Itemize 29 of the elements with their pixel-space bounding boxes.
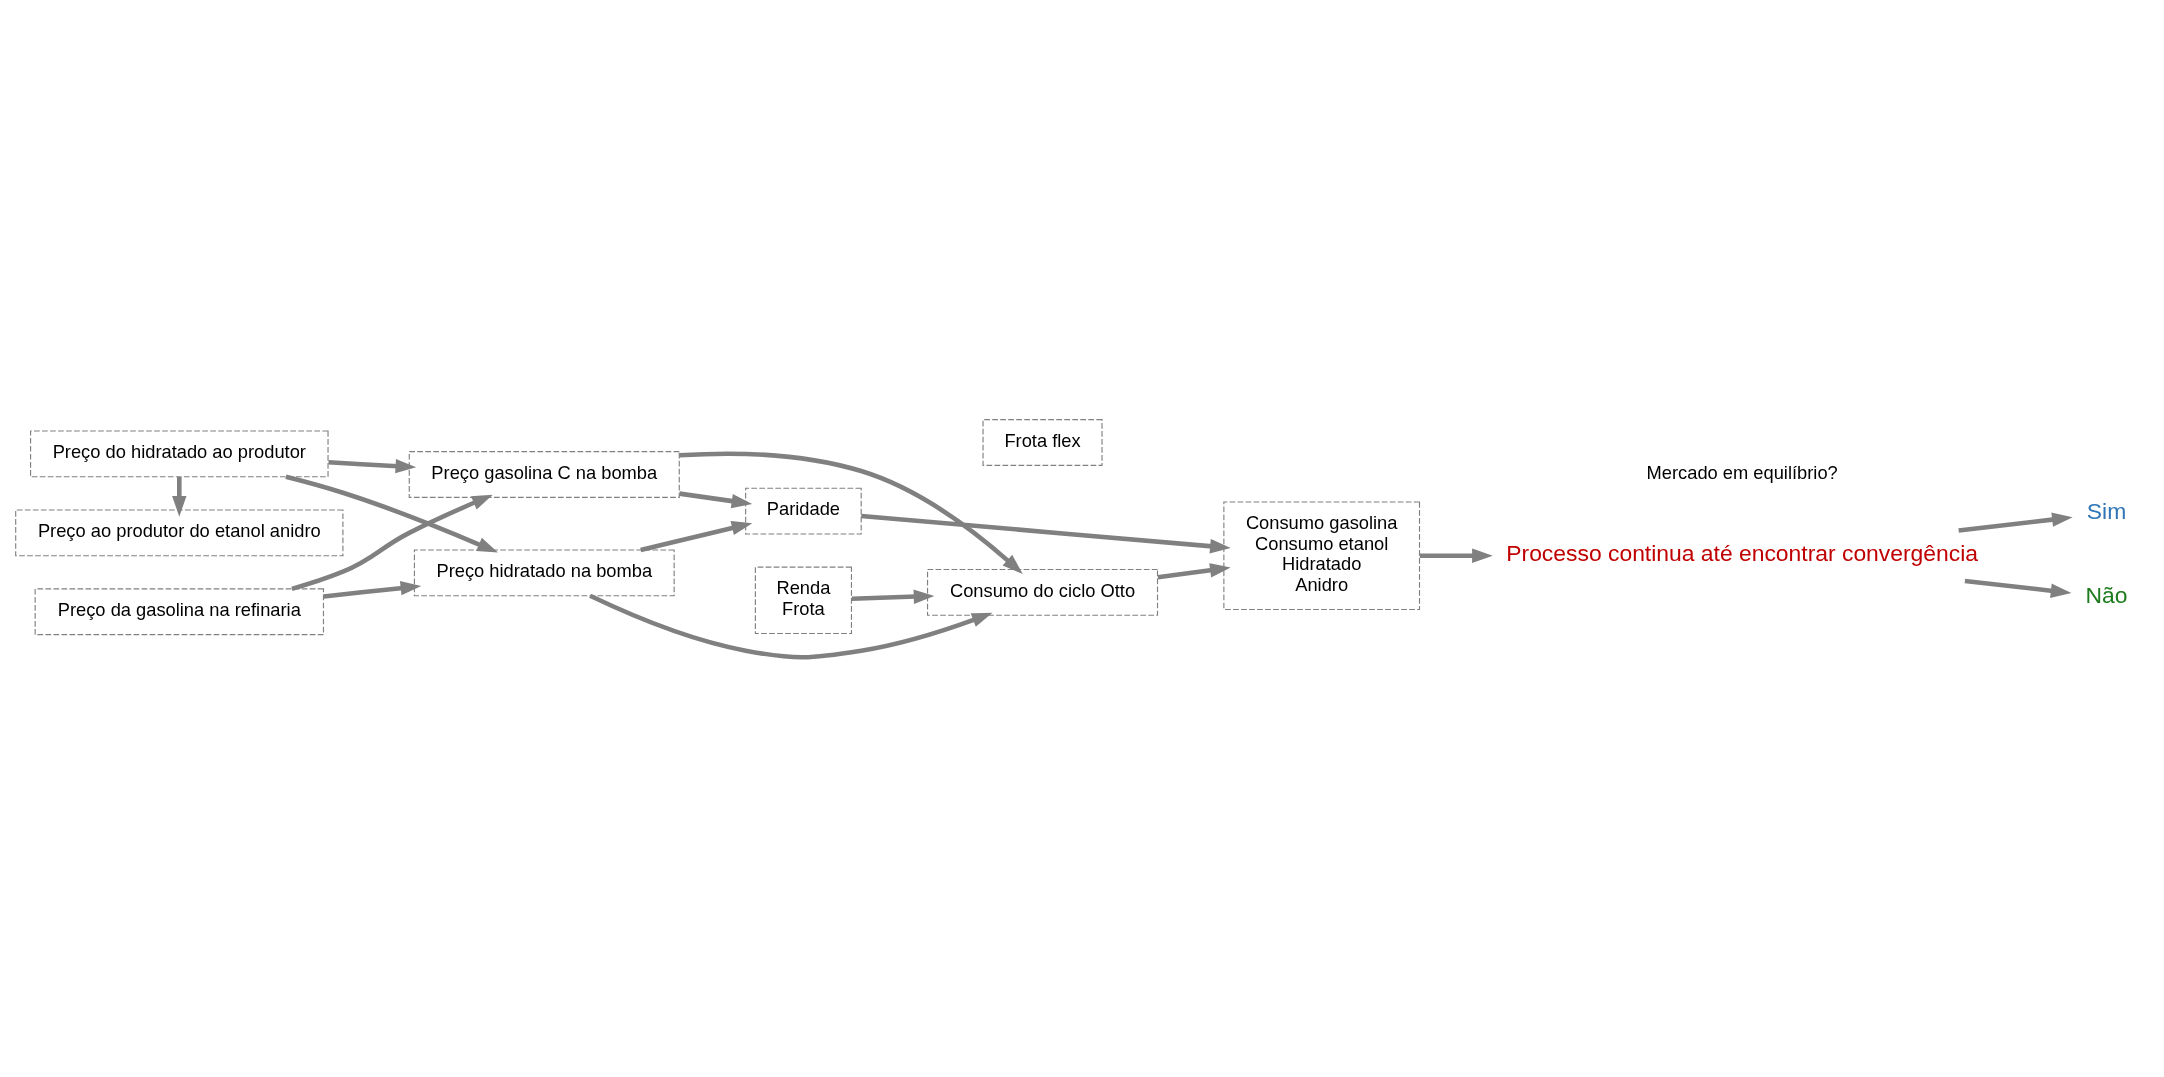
label: Mercado em equilíbrio? xyxy=(1646,461,1838,483)
arrow xyxy=(172,477,187,517)
node-box: Preço da gasolina na refinaria xyxy=(34,588,325,636)
arrow xyxy=(1964,578,2072,598)
node-text: Sim xyxy=(2086,498,2127,525)
node-text: Processo continua até encontrar convergência xyxy=(1506,540,1979,567)
arrow xyxy=(589,593,993,660)
node-box: Consumo gasolina Consumo etanol Hidratado Anidro xyxy=(1223,501,1421,611)
arrow xyxy=(1419,548,1493,563)
arrow xyxy=(861,513,1231,554)
node-box: Renda Frota xyxy=(754,566,853,635)
arrow xyxy=(640,520,753,553)
arrow xyxy=(679,491,753,509)
arrow xyxy=(285,474,498,553)
arrow xyxy=(291,494,493,592)
arrow xyxy=(328,458,417,474)
arrow xyxy=(679,451,1023,574)
node-box: Preço hidratado na bomba xyxy=(413,549,675,597)
node-box: Preço ao produtor do etanol anidro xyxy=(15,509,344,557)
node-box: Preço gasolina C na bomba xyxy=(408,451,680,498)
arrow xyxy=(1958,512,2073,533)
node-text: Não xyxy=(2085,581,2128,608)
node-box: Consumo do ciclo Otto xyxy=(926,568,1159,616)
arrow xyxy=(323,580,422,599)
arrow xyxy=(1157,563,1231,580)
arrow xyxy=(851,589,935,604)
node-box: Frota flex xyxy=(982,419,1103,466)
node-box: Preço do hidratado ao produtor xyxy=(30,430,329,478)
node-box: Paridade xyxy=(745,487,862,535)
